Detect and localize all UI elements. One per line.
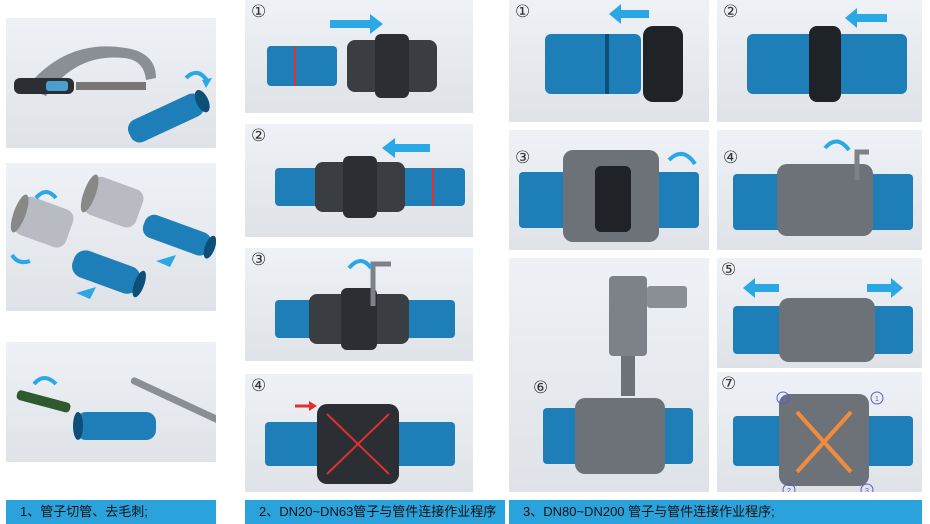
bolt-label: 3	[865, 488, 869, 492]
section-label-dn20-dn63: 2、DN20~DN63管子与管件连接作业程序	[245, 500, 505, 524]
bolt-label: 1	[875, 396, 879, 403]
dn200-step1-illustration	[545, 4, 683, 102]
step-number: ④	[723, 148, 739, 168]
panel-dn63-step1: ①	[245, 0, 473, 113]
panel-dn200-step5: ⑤	[717, 258, 922, 368]
panel-dn200-step1: ①	[509, 0, 709, 122]
panel-dn63-step2: ②	[245, 124, 473, 237]
dn200-step3-illustration	[519, 150, 699, 242]
bolt-label: 4	[781, 396, 785, 403]
step-number: ⑦	[721, 374, 737, 394]
step-number: ⑥	[533, 378, 549, 398]
panel-dn200-step2: ②	[717, 0, 922, 122]
dn200-step5-illustration	[733, 278, 913, 362]
step3-illustration	[275, 259, 455, 350]
chamfer-illustration	[10, 174, 216, 299]
section-label-dn80-dn200: 3、DN80~DN200 管子与管件连接作业程序;	[509, 500, 922, 524]
panel-dn200-step7: ⑦ 4 1 2 3	[717, 372, 922, 492]
panel-dn63-step3: ③	[245, 248, 473, 361]
bolt-label: 2	[787, 488, 791, 492]
dn200-step4-illustration	[733, 139, 913, 236]
panel-dn200-step4: ④	[717, 130, 922, 250]
step-number: ③	[251, 250, 267, 270]
panel-pipe-cutter	[6, 18, 216, 148]
dn200-step6-illustration	[543, 276, 693, 474]
dn200-step2-illustration	[747, 8, 907, 102]
step-number: ⑤	[721, 260, 737, 280]
step-number: ③	[515, 148, 531, 168]
panel-dn200-step6: ⑥	[509, 258, 709, 492]
step-number: ①	[251, 2, 267, 22]
step-number: ②	[723, 2, 739, 22]
step4-illustration	[265, 401, 455, 484]
step-number: ①	[515, 2, 531, 22]
pipe-cutter-illustration	[14, 46, 212, 143]
step-number: ②	[251, 126, 267, 146]
step2-illustration	[275, 138, 465, 218]
section-label-cut-deburr: 1、管子切管、去毛刺;	[6, 500, 216, 524]
step1-illustration	[267, 14, 437, 98]
panel-dn63-step4: ④	[245, 374, 473, 492]
panel-dn200-step3: ③	[509, 130, 709, 250]
deburr-illustration	[16, 376, 216, 440]
panel-pipe-chamfer	[6, 163, 216, 311]
dn200-step7-illustration: 4 1 2 3	[733, 391, 913, 492]
panel-deburr	[6, 342, 216, 462]
step-number: ④	[251, 376, 267, 396]
